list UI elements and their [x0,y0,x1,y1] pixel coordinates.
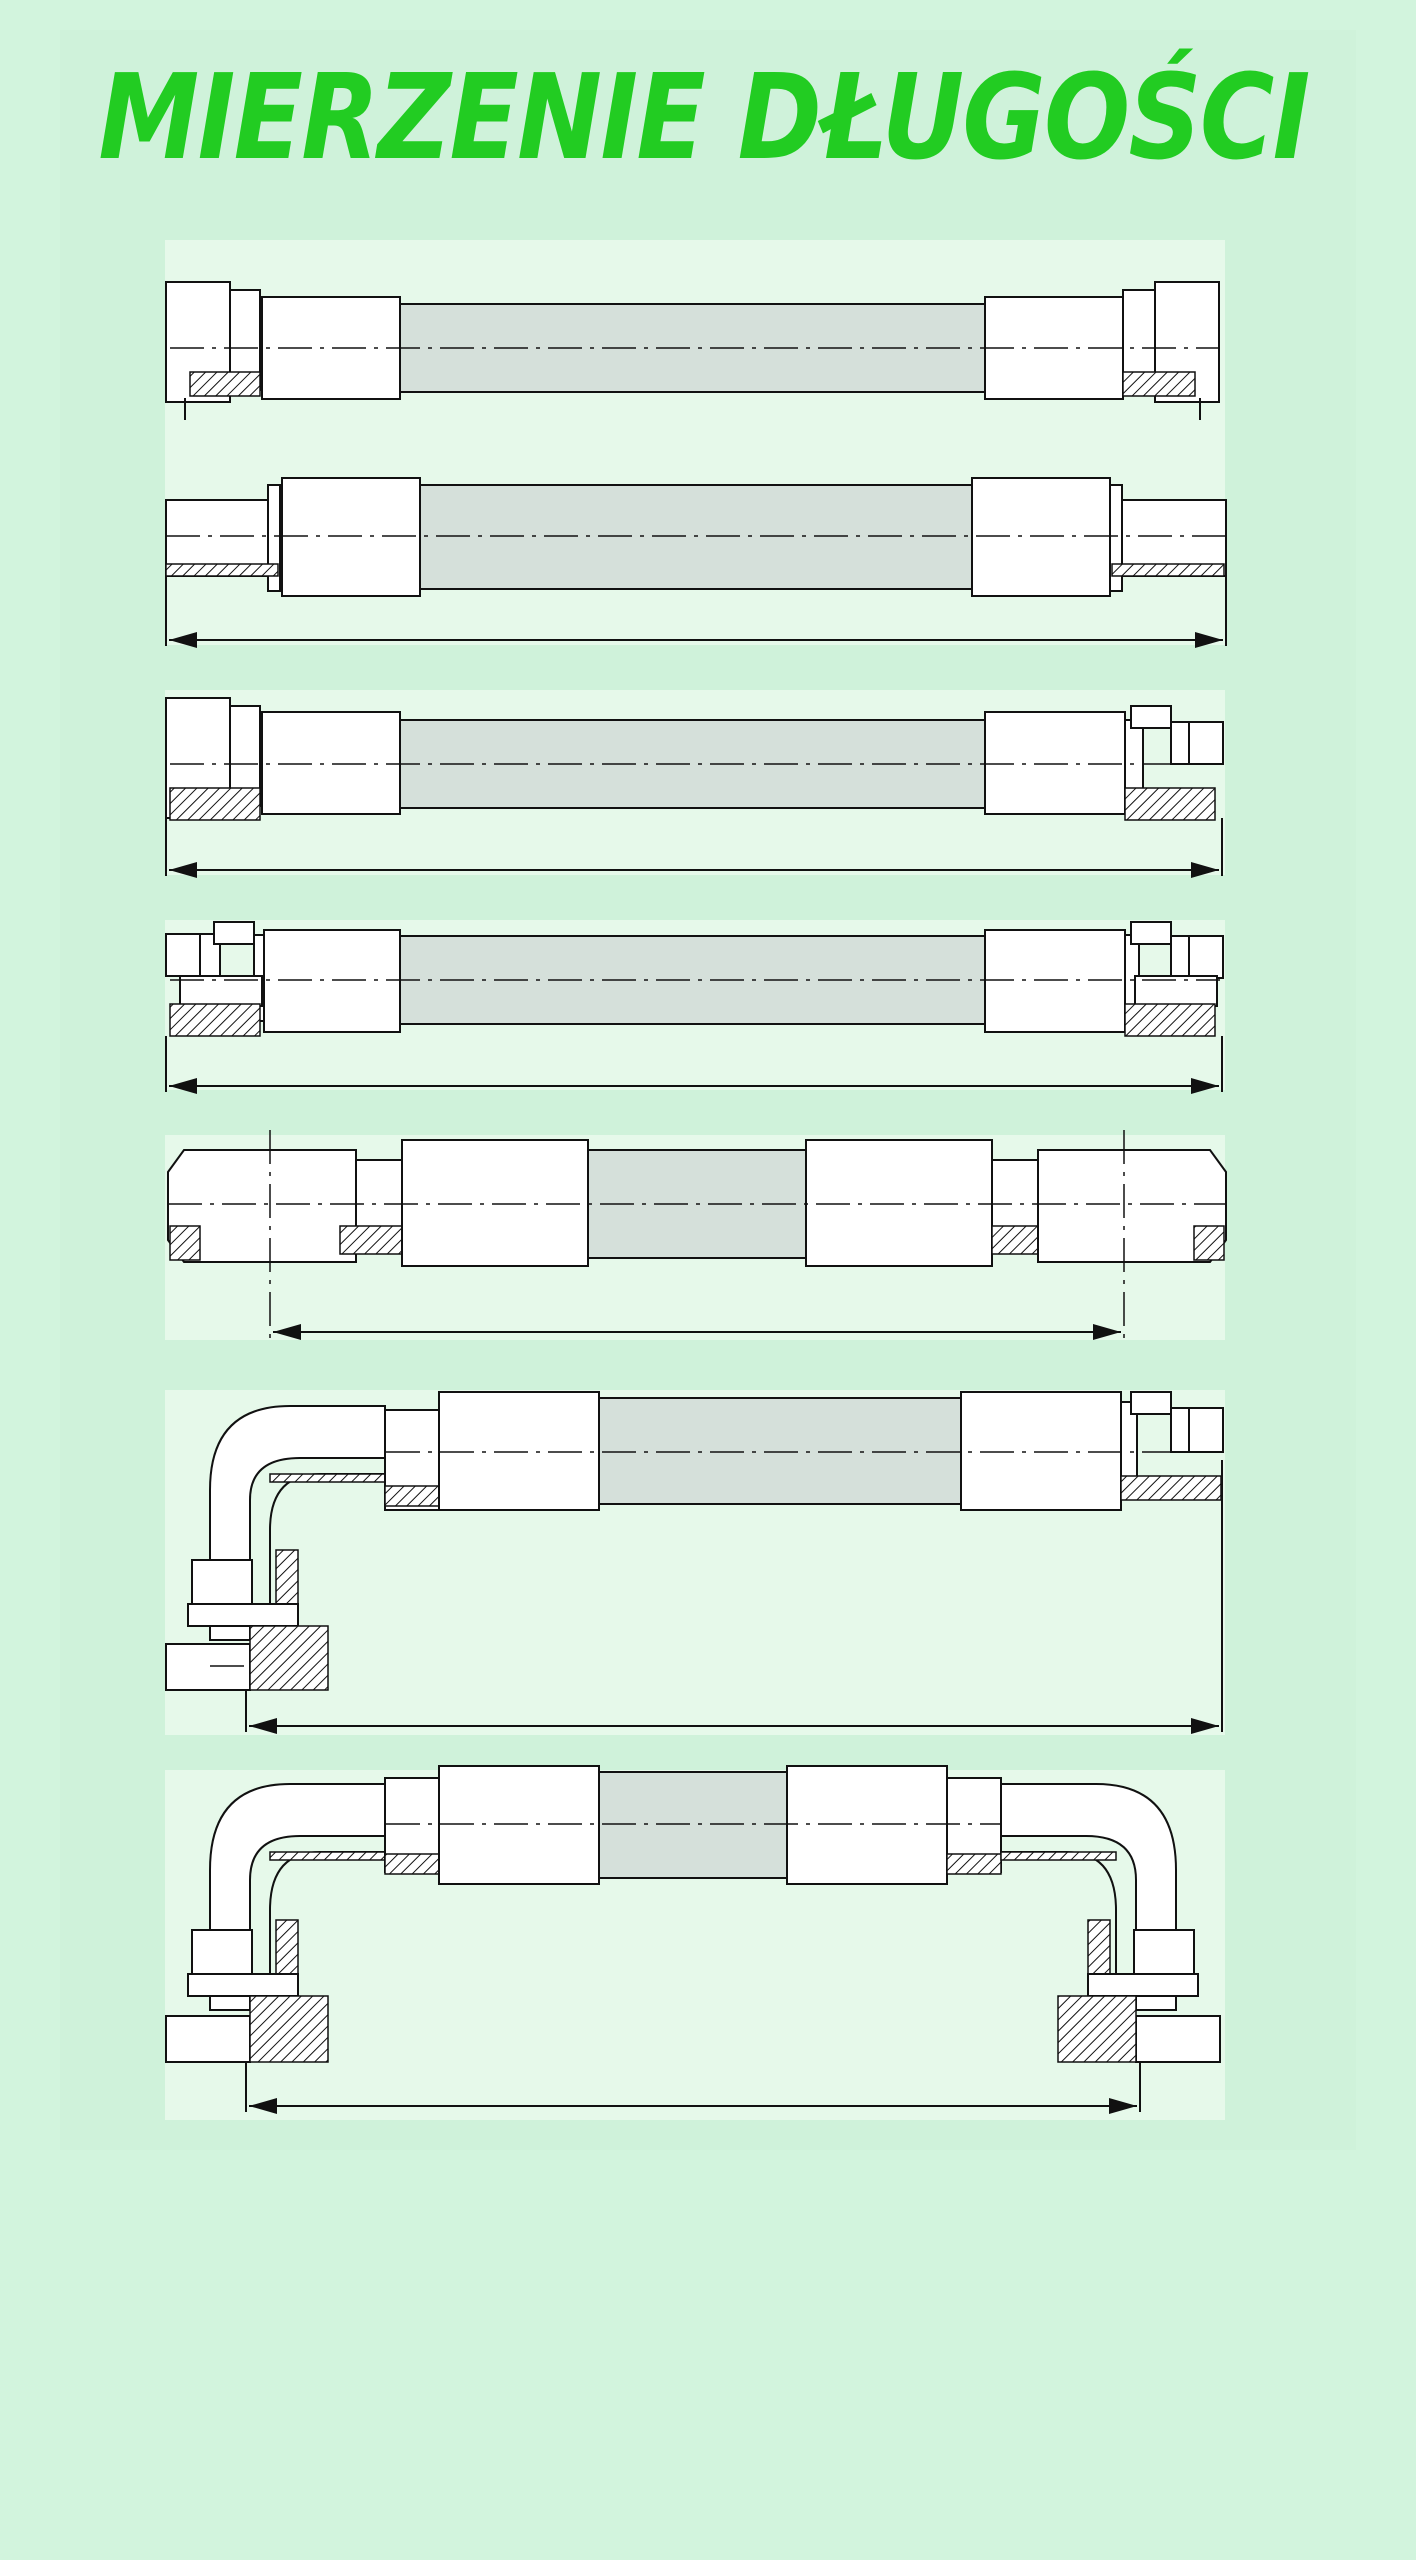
diagram-elbow-one-end [165,1390,1225,1735]
diagram-male-both-ends [165,920,1225,1094]
page-title: MIERZENIE DŁUGOŚCI [98,48,1310,186]
diagram-straight-female-both-ends [165,240,1225,464]
diagram-elbow-both-ends [165,1765,1225,2120]
diagram-straight-male-tube-both-ends [165,420,1227,648]
diagram-flange-both-ends [165,1130,1227,1340]
diagram-female-one-end-male-other [165,690,1225,878]
